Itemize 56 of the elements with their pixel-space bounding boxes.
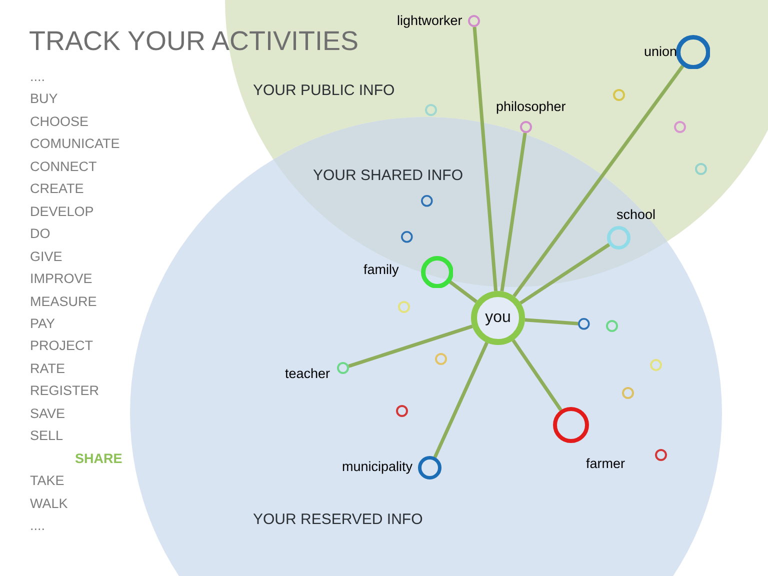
connector-line <box>520 243 610 305</box>
list-item: DEVELOP <box>30 202 94 220</box>
ring-icon <box>398 301 410 313</box>
connector-line <box>524 318 578 326</box>
ring-icon <box>695 163 707 175</box>
list-item: MEASURE <box>30 292 97 310</box>
list-item: DO <box>30 225 50 242</box>
connector-line <box>348 324 473 368</box>
connector-line <box>433 342 488 458</box>
connector-line <box>448 280 478 304</box>
list-item: .... <box>30 517 46 534</box>
connector-line <box>512 339 562 412</box>
ring-icon <box>401 231 413 243</box>
ring-icon <box>622 387 634 399</box>
list-item: TAKE <box>30 472 64 490</box>
connector-line <box>512 64 684 298</box>
ring-icon <box>674 121 686 133</box>
list-item: IMPROVE <box>30 270 92 288</box>
list-item: WALK <box>30 494 68 512</box>
list-item: SHARE <box>75 450 122 467</box>
ring-icon <box>421 195 433 207</box>
region-label: YOUR PUBLIC INFO <box>253 82 395 100</box>
ring-icon <box>578 318 590 330</box>
list-item: RATE <box>30 360 66 377</box>
list-item: COMUNICATE <box>30 135 120 152</box>
node-label: school <box>616 207 656 223</box>
ring-icon <box>613 89 625 101</box>
connector-line <box>500 132 527 292</box>
list-item: SAVE <box>30 404 66 422</box>
list-item: .... <box>30 68 46 85</box>
connector-line <box>472 26 498 292</box>
list-item: CONNECT <box>30 158 97 175</box>
node-label: philosopher <box>496 99 566 115</box>
ring-icon <box>435 353 447 365</box>
list-item: BUY <box>30 90 58 108</box>
list-item: PROJECT <box>30 337 94 354</box>
list-item: CHOOSE <box>30 112 89 130</box>
node-label: family <box>364 262 399 278</box>
node-label: lightworker <box>397 13 462 29</box>
ring-icon <box>655 449 667 461</box>
region-label: YOUR SHARED INFO <box>313 167 464 185</box>
node-label: farmer <box>586 456 626 472</box>
ring-icon <box>650 359 662 371</box>
list-item: PAY <box>30 314 56 332</box>
ring-icon <box>425 104 437 116</box>
region-label: YOUR RESERVED INFO <box>253 511 423 529</box>
node-label: municipality <box>342 459 413 475</box>
list-item: GIVE <box>30 248 62 265</box>
list-item: CREATE <box>30 180 84 198</box>
ring-icon <box>396 405 408 417</box>
title: TRACK YOUR ACTIVITIES <box>29 25 359 57</box>
node-label: union <box>644 44 678 60</box>
list-item: SELL <box>30 427 64 444</box>
list-item: REGISTER <box>30 382 100 400</box>
ring-icon <box>606 320 618 332</box>
node-label: teacher <box>285 366 330 382</box>
